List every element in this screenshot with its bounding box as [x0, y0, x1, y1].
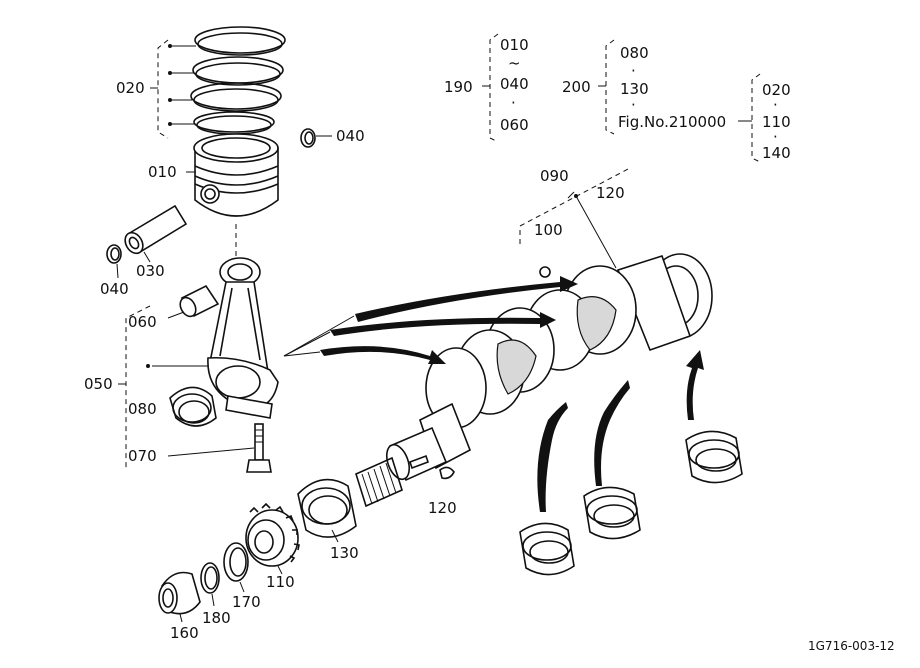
conrod-bracket — [118, 305, 208, 468]
label-piston: 010 — [148, 163, 177, 181]
g190-item-040: 040 — [500, 75, 529, 93]
label-big-end-bearing: 080 — [128, 400, 157, 418]
g200-item-130: 130 — [620, 80, 649, 98]
big-end-bearing — [169, 386, 217, 427]
label-piston-pin: 030 — [136, 262, 165, 280]
label-circlip-top: 040 — [336, 127, 365, 145]
label-crank-group: 090 — [540, 167, 569, 185]
g200-item-080: 080 — [620, 44, 649, 62]
label-o-ring: 180 — [202, 609, 231, 627]
woodruff-key — [439, 466, 455, 480]
label-con-rod-bolt: 070 — [128, 447, 157, 465]
connecting-rod — [207, 257, 279, 419]
o-ring — [200, 562, 220, 607]
crank-group-bracket — [519, 167, 631, 269]
sub-dot-2: · — [773, 128, 778, 146]
sub-item-020: 020 — [762, 81, 791, 99]
g190-item-010: 010 — [500, 36, 529, 54]
sub-item-110: 110 — [762, 113, 791, 131]
label-crankshaft: 100 — [534, 221, 563, 239]
label-thrust-bearing: 130 — [330, 544, 359, 562]
washer — [223, 542, 249, 593]
label-small-end-bushing: 060 — [128, 313, 157, 331]
conrod-bolt — [167, 423, 272, 473]
label-con-rod: 050 — [84, 375, 113, 393]
g190-item-060: 060 — [500, 116, 529, 134]
label-collar: 160 — [170, 624, 199, 642]
label-woodruff-key: 120 — [428, 499, 457, 517]
collar — [158, 571, 201, 623]
label-group-200: 200 — [562, 78, 591, 96]
g200-dot-1: · — [631, 62, 636, 80]
circlip-bottom — [106, 244, 122, 279]
piston — [193, 133, 279, 258]
sub-item-140: 140 — [762, 144, 791, 162]
label-crank-top: 120 — [596, 184, 625, 202]
g190-dot: · — [511, 94, 516, 112]
label-piston-rings: 020 — [116, 79, 145, 97]
group-200 — [598, 39, 615, 135]
group-190 — [482, 33, 499, 143]
crank-gear — [245, 502, 300, 575]
g200-fig-ref: Fig.No.210000 — [618, 113, 726, 131]
label-group-190: 190 — [444, 78, 473, 96]
piston-rings — [190, 26, 286, 135]
main-bearing-3 — [685, 350, 743, 484]
label-gear: 110 — [266, 573, 295, 591]
label-circlip-bottom: 040 — [100, 280, 129, 298]
g190-tilde: ~ — [508, 54, 521, 72]
crankshaft — [355, 253, 713, 508]
main-bearing-2 — [583, 380, 641, 540]
piston-pin — [124, 204, 188, 255]
circlip-top — [300, 128, 332, 148]
label-washer: 170 — [232, 593, 261, 611]
g200-dot-2: · — [631, 96, 636, 114]
thrust-bearing — [297, 478, 357, 543]
figure-id: 1G716-003-12 — [808, 639, 895, 653]
small-end-bushing — [167, 284, 220, 319]
sub-dot-1: · — [773, 96, 778, 114]
main-bearing-1 — [519, 402, 575, 576]
plug — [539, 266, 551, 278]
ring-bracket — [150, 39, 196, 139]
assembly-arrows — [283, 276, 578, 364]
sub-group — [751, 73, 761, 163]
